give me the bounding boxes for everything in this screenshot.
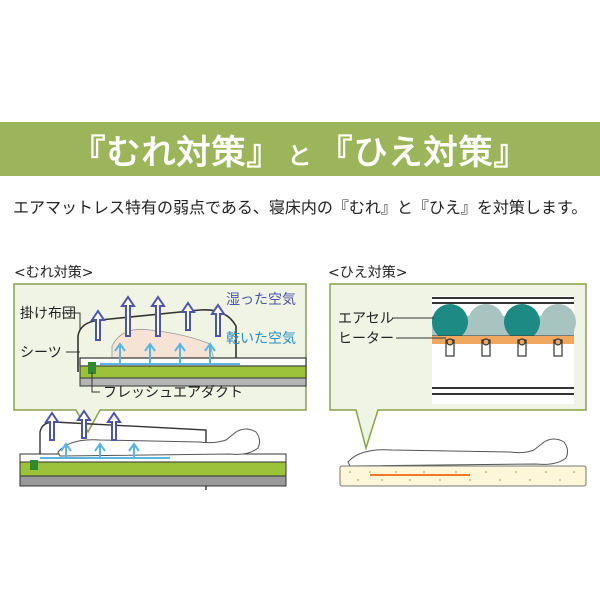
air-cell-label: エアセル	[338, 311, 394, 327]
hie-illustration: エアセル ヒーター	[329, 283, 587, 487]
person-left	[57, 428, 261, 457]
futon-outline	[77, 309, 237, 372]
title-banner: 『むれ対策』と『ひえ対策』	[0, 122, 600, 176]
banner-title-hie: 『ひえ対策』	[318, 132, 529, 173]
sheet-label: シーツ	[20, 345, 62, 361]
duct-marker-full	[30, 460, 38, 470]
full-wet-arrows	[44, 409, 122, 441]
dry-air-label: 乾いた空気	[226, 331, 296, 347]
dry-air-arrows	[100, 342, 240, 365]
mattress-full-green	[19, 461, 287, 477]
hie-section-label: <ひえ対策>	[328, 265, 408, 281]
mure-section-label: <むれ対策>	[14, 265, 94, 281]
mattress-closeup-gray	[79, 377, 307, 387]
heater-label: ヒーター	[338, 331, 394, 347]
cell-posts	[445, 338, 563, 357]
wet-air-arrows	[90, 295, 226, 341]
wet-air-label: 湿った空気	[226, 292, 296, 308]
duct-label: フレッシュエアダクト	[103, 385, 243, 401]
banner-title-connector: と	[287, 141, 313, 170]
mattress-full-gray	[19, 475, 287, 487]
person-right	[347, 438, 569, 467]
mure-leader-lines	[62, 312, 100, 393]
banner-title: 『むれ対策』と『ひえ対策』	[72, 125, 529, 174]
futon-label: 掛け布団	[20, 306, 76, 322]
mure-illustration: 湿った空気 乾いた空気 掛け布団 シーツ フレッシュエアダクト	[13, 283, 307, 490]
mattress-right-dots	[349, 471, 575, 481]
heater-layer	[432, 336, 574, 344]
air-cells	[432, 304, 576, 340]
duct-marker	[88, 362, 96, 374]
full-dry-arrows	[40, 442, 170, 459]
intro-text: エアマットレス特有の弱点である、寝床内の『むれ』と『ひえ』を対策します。	[13, 198, 588, 217]
mattress-closeup-green	[79, 365, 307, 379]
banner-title-mure: 『むれ対策』	[71, 132, 282, 173]
